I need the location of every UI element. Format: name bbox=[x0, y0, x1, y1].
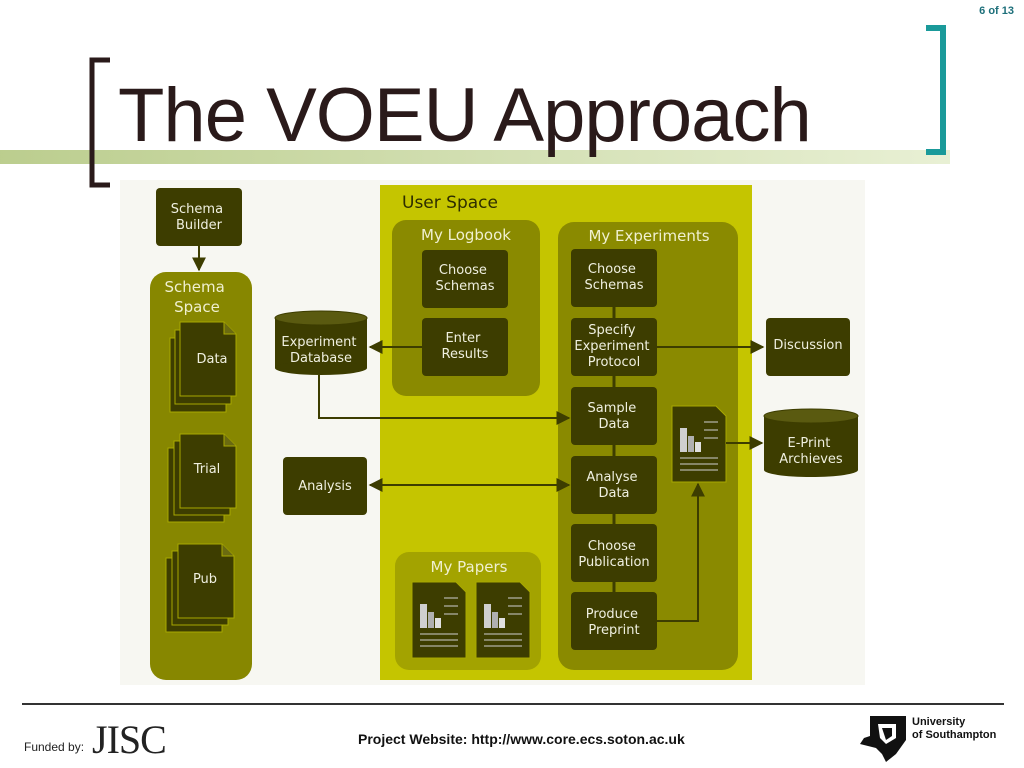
logbook-choose-schemas-box bbox=[422, 250, 508, 308]
my-experiments-label: My Experiments bbox=[588, 227, 709, 245]
analysis-box bbox=[283, 457, 367, 515]
exp-sample-data-box bbox=[571, 387, 657, 445]
user-space-label: User Space bbox=[402, 193, 498, 213]
exp-specify-protocol-label: Specify Experiment Protocol bbox=[574, 323, 653, 370]
exp-analyse-data-box bbox=[571, 456, 657, 514]
university-line-2: of Southampton bbox=[912, 729, 997, 741]
university-name: University of Southampton bbox=[912, 716, 996, 742]
arrow-database-to-sample bbox=[318, 375, 571, 425]
schema-builder-label: Schema Builder bbox=[171, 202, 227, 233]
footer-divider bbox=[22, 703, 1004, 705]
my-logbook-label: My Logbook bbox=[421, 226, 511, 244]
southampton-crest-icon bbox=[860, 716, 906, 762]
page-number: 6 of 13 bbox=[979, 5, 1014, 17]
exp-sample-data-label: Sample Data bbox=[588, 401, 641, 432]
experiment-database-cylinder: Experiment Database bbox=[274, 310, 368, 375]
logbook-enter-results-label: Enter Results bbox=[442, 331, 489, 362]
exp-choose-publication-label: Choose Publication bbox=[578, 539, 649, 570]
discussion-label: Discussion bbox=[773, 338, 842, 353]
project-website-link[interactable]: Project Website: http://www.core.ecs.sot… bbox=[358, 731, 685, 747]
eprint-archives-cylinder: E-Print Archieves bbox=[763, 408, 859, 477]
title-underline-bar bbox=[0, 150, 950, 164]
arrow-preprint-to-doc bbox=[657, 482, 705, 622]
pub-doc-label: Pub bbox=[193, 572, 217, 587]
trial-doc-label: Trial bbox=[193, 462, 221, 477]
exp-choose-publication-box bbox=[571, 524, 657, 582]
jisc-logo: JISC bbox=[92, 717, 167, 762]
logbook-enter-results-box bbox=[422, 318, 508, 376]
exp-choose-schemas-box bbox=[571, 249, 657, 307]
university-line-1: University bbox=[912, 716, 966, 728]
pub-doc-stack: Pub bbox=[165, 543, 235, 633]
eprint-archives-label: E-Print Archieves bbox=[779, 436, 843, 467]
funded-by-label: Funded by: bbox=[24, 740, 85, 754]
right-bracket-icon bbox=[926, 25, 946, 155]
exp-produce-preprint-box bbox=[571, 592, 657, 650]
schema-builder-box bbox=[156, 188, 242, 246]
exp-produce-preprint-label: Produce Preprint bbox=[586, 607, 642, 638]
logbook-choose-schemas-label: Choose Schemas bbox=[435, 263, 494, 294]
trial-doc-stack: Trial bbox=[167, 433, 237, 523]
paper-1-icon bbox=[411, 581, 467, 659]
exp-choose-schemas-label: Choose Schemas bbox=[584, 262, 643, 293]
exp-specify-protocol-box bbox=[571, 318, 657, 376]
analysis-label: Analysis bbox=[298, 479, 352, 494]
schema-space-label: Schema Space bbox=[164, 278, 229, 316]
data-doc-stack: Data bbox=[169, 321, 237, 413]
my-papers-label: My Papers bbox=[431, 558, 508, 576]
preprint-doc-icon bbox=[671, 405, 727, 483]
data-doc-label: Data bbox=[196, 352, 227, 367]
left-bracket-icon bbox=[89, 57, 110, 188]
paper-2-icon bbox=[475, 581, 531, 659]
slide-title: The VOEU Approach bbox=[118, 73, 812, 158]
experiment-database-label: Experiment Database bbox=[281, 335, 360, 366]
exp-analyse-data-label: Analyse Data bbox=[586, 470, 641, 501]
discussion-box bbox=[766, 318, 850, 376]
